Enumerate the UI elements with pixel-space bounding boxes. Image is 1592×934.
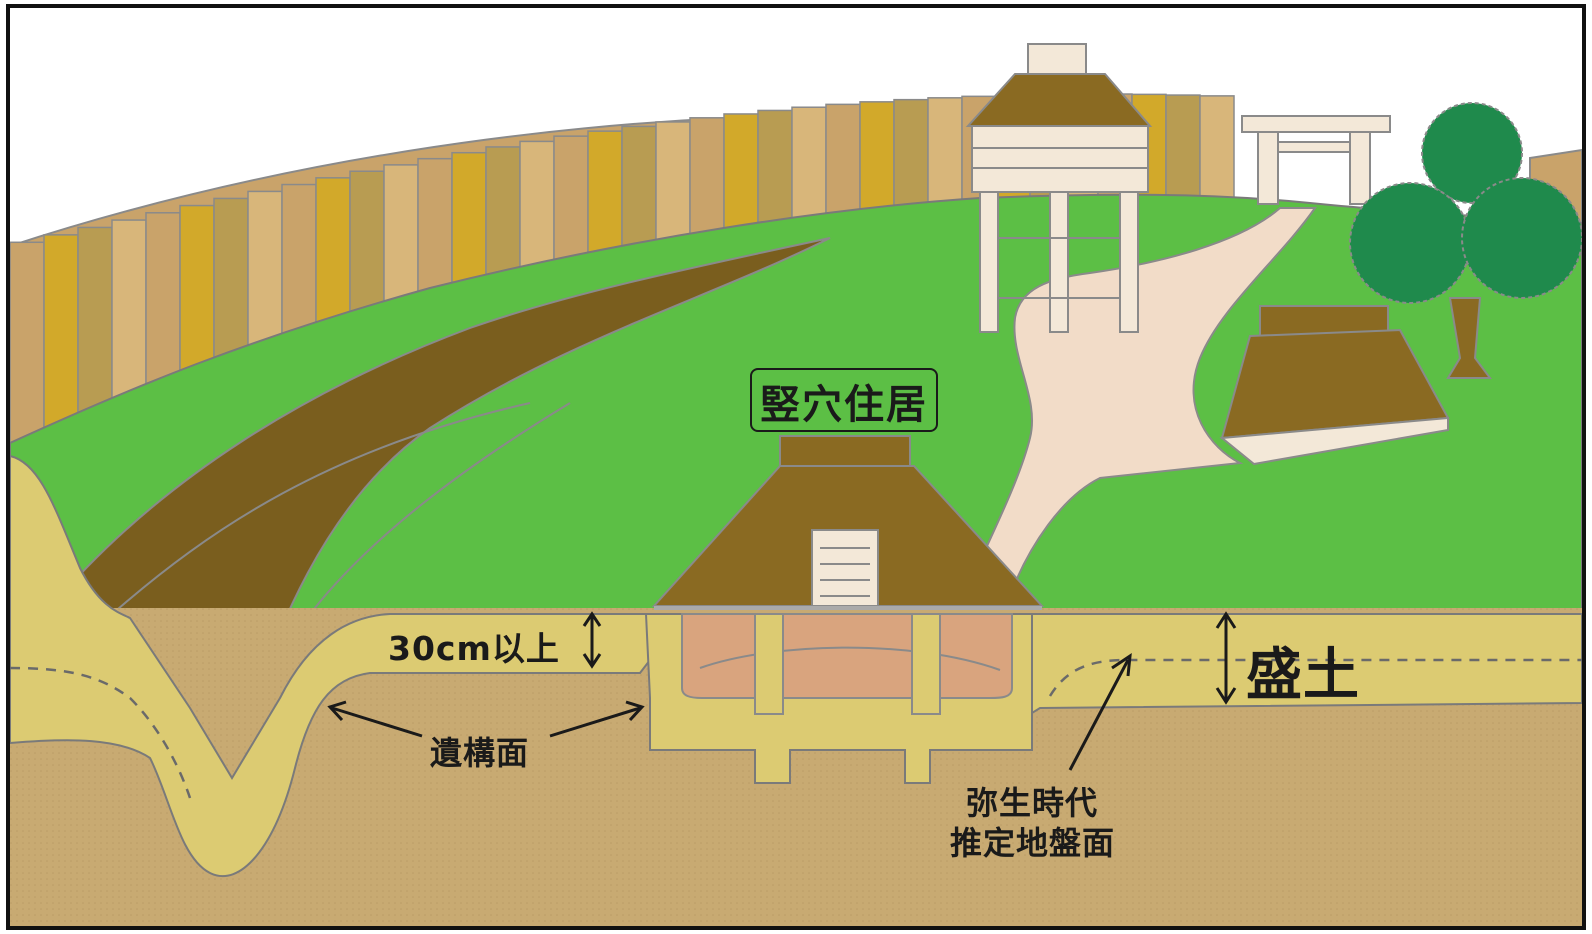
- watchtower: [965, 43, 1153, 333]
- feature-surface-label: 遺構面: [430, 734, 530, 772]
- pit-dwelling: [651, 435, 1045, 610]
- dwelling-pit: [681, 613, 1013, 715]
- yayoi-surface-label-line2: 推定地盤面: [950, 824, 1116, 862]
- site-cross-section-diagram: [10, 43, 1582, 926]
- fill-soil-label: 盛土: [1246, 643, 1360, 708]
- gate: [1241, 115, 1391, 205]
- pointer-arrow-icon: [327, 652, 1132, 771]
- thickness-label: 30cm以上: [388, 629, 560, 668]
- illustration-frame: 竪穴住居 30cm以上 盛土 遺構面 弥生時代 推定地盤面: [6, 4, 1586, 930]
- storehouse: [1219, 305, 1450, 466]
- up-down-arrow-icon: [1215, 611, 1237, 705]
- pit-dwelling-label: 竪穴住居: [750, 368, 938, 432]
- yayoi-surface-label-line1: 弥生時代: [966, 784, 1099, 822]
- up-down-arrow-icon: [582, 611, 602, 669]
- tree: [1349, 102, 1582, 379]
- fill-soil-left: [10, 454, 651, 878]
- fill-soil-right: [1031, 613, 1582, 715]
